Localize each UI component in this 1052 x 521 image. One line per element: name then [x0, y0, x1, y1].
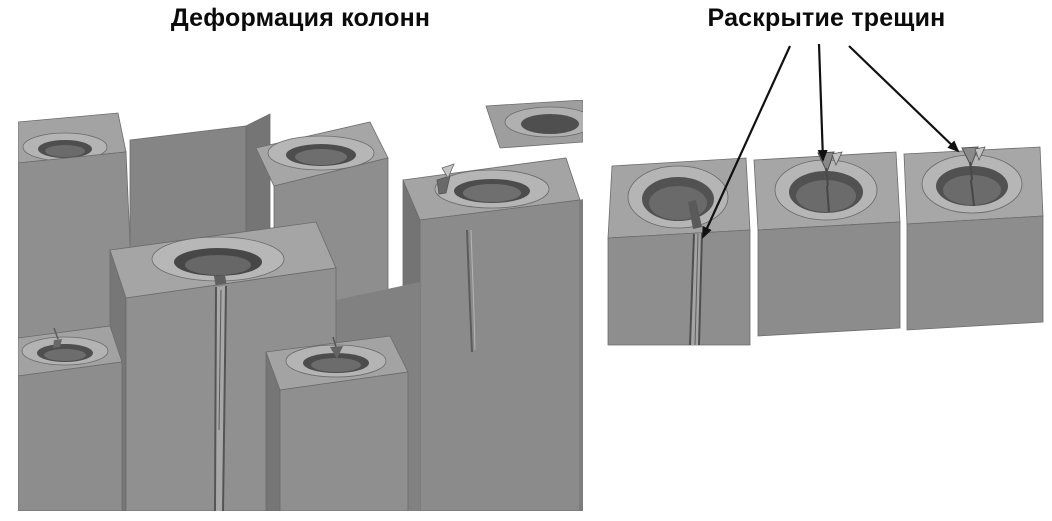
left-figure-panel: Деформация колонн	[18, 0, 583, 521]
left-figure-3d-render	[18, 100, 583, 511]
crack-notch	[961, 146, 979, 168]
crack-tab	[974, 146, 986, 162]
ring-crack-gap	[688, 200, 702, 229]
top-right-column	[485, 100, 583, 149]
crack-line	[332, 336, 337, 348]
crack-line	[689, 233, 695, 346]
crack-tab	[831, 151, 843, 167]
crack-line	[466, 229, 473, 353]
right-block	[903, 146, 1044, 331]
annotation-arrow-right	[848, 45, 960, 153]
crack-notch	[330, 346, 343, 359]
crack-notch	[436, 175, 451, 195]
crack-line	[698, 232, 703, 346]
crack-line	[214, 286, 217, 511]
right-figure-3d-render	[607, 43, 1044, 346]
annotation-arrows	[701, 43, 960, 239]
right-figure-panel: Раскрытие трещин	[606, 0, 1047, 521]
crack-line	[826, 185, 830, 213]
crack-line	[969, 161, 973, 181]
middle-block	[753, 151, 901, 337]
ring-crack-gap	[53, 339, 62, 348]
crack-line	[222, 285, 227, 511]
front-right-column	[265, 335, 409, 511]
annotation-arrow-middle	[817, 43, 828, 162]
crack-tab	[441, 163, 455, 179]
left-front-column	[18, 325, 123, 511]
annotation-arrow-left	[701, 45, 792, 239]
left-figure-title: Деформация колонн	[170, 4, 431, 32]
right-figure-title: Раскрытие трещин	[707, 4, 946, 32]
left-block	[607, 157, 751, 346]
right-edge-column	[580, 199, 583, 511]
crack-line	[825, 167, 829, 187]
right-back-column	[402, 157, 581, 511]
crack-line	[53, 327, 59, 340]
crack-line	[970, 179, 975, 207]
